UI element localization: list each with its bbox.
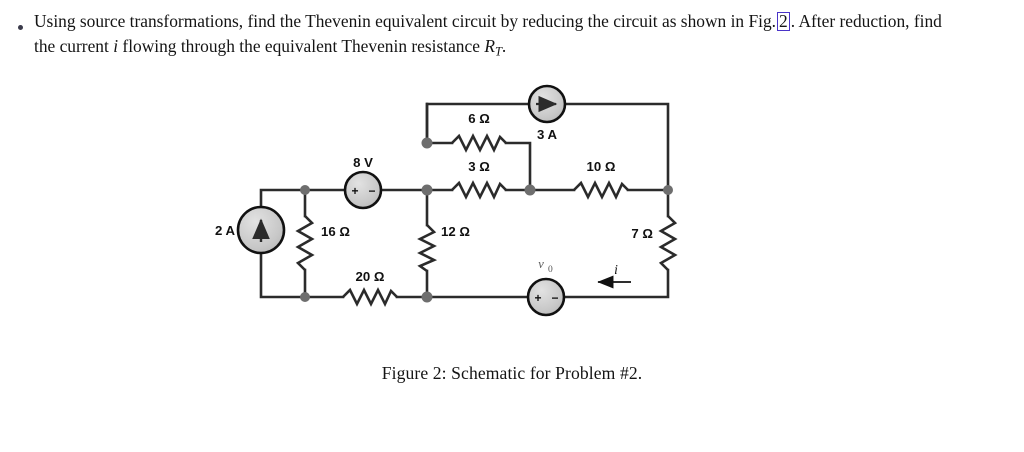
node-6ohm-left: [421, 137, 433, 149]
label-resistor-6: 6 Ω: [468, 111, 490, 126]
label-resistor-3: 3 Ω: [468, 159, 490, 174]
label-resistor-10: 10 Ω: [587, 159, 616, 174]
resistor-7-symbol: [658, 215, 678, 271]
label-voltage-source-vo-subscript: 0: [548, 265, 553, 275]
voltage-source-8v-body: [343, 170, 383, 210]
label-resistor-7: 7 Ω: [631, 226, 653, 241]
label-resistor-20: 20 Ω: [356, 269, 385, 284]
problem-text: Using source transformations, find the T…: [34, 9, 948, 65]
resistor-12-symbol: [417, 224, 438, 273]
problem-statement: Using source transformations, find the T…: [18, 9, 948, 65]
label-current-source-2a: 2 A: [215, 223, 236, 238]
wire-6-right-down: [504, 141, 532, 192]
resistor-10-symbol: [573, 180, 629, 201]
resistor-3-symbol: [451, 180, 507, 201]
label-resistor-16: 16 Ω: [321, 224, 350, 239]
current-source-2a[interactable]: [236, 205, 286, 255]
circuit-nodes: [300, 137, 673, 303]
problem-text-part1: Using source transformations, find the T…: [34, 11, 776, 31]
node-center-mid: [421, 184, 433, 196]
voltage-source-vo[interactable]: + −: [526, 277, 566, 317]
voltage-source-vo-minus-sign: −: [551, 291, 558, 305]
resistor-20-symbol: [342, 287, 398, 308]
voltage-source-vo-plus-sign: +: [534, 291, 541, 305]
node-3ohm-right: [524, 184, 536, 196]
wire-2a-bottom: [259, 251, 307, 299]
label-current-arrow-i: i: [614, 262, 618, 277]
label-resistor-12: 12 Ω: [441, 224, 470, 239]
current-arrow-i: i: [597, 262, 631, 289]
node-right-rail: [663, 185, 673, 195]
wire-2a-top: [259, 188, 307, 209]
figure-caption: Figure 2: Schematic for Problem #2.: [381, 363, 643, 383]
current-symbol: i: [113, 36, 119, 56]
figure-container: + − + −: [0, 78, 1024, 383]
thevenin-resistance-subscript: T: [494, 44, 502, 59]
label-voltage-source-8v: 8 V: [353, 155, 373, 170]
bullet-point-icon: [18, 9, 34, 36]
problem-text-part3: flowing through the equivalent Thevenin …: [122, 36, 480, 56]
problem-text-part2: . After reduction, find the current: [34, 11, 942, 56]
current-source-3a[interactable]: [527, 84, 567, 124]
circuit-schematic: + − + −: [215, 84, 678, 317]
figure-reference-link[interactable]: 2: [777, 11, 790, 31]
node-16ohm-bottom: [300, 292, 310, 302]
voltage-source-8v[interactable]: + −: [343, 170, 383, 210]
wire-vo-to-7ohm: [562, 268, 670, 299]
label-voltage-source-vo: v: [538, 257, 544, 271]
voltage-source-8v-minus-sign: −: [368, 184, 375, 198]
problem-text-part4: .: [501, 36, 507, 56]
thevenin-resistance-symbol: R: [484, 36, 495, 56]
voltage-source-vo-body: [526, 277, 566, 317]
voltage-source-8v-plus-sign: +: [351, 184, 358, 198]
problem-bullet-row: Using source transformations, find the T…: [18, 9, 948, 65]
label-current-source-3a: 3 A: [537, 127, 558, 142]
resistor-16-symbol: [295, 215, 315, 271]
node-center-bottom: [421, 291, 433, 303]
resistor-6-symbol: [451, 133, 507, 154]
circuit-wires: [259, 102, 670, 299]
node-16ohm-top: [300, 185, 310, 195]
resistor-symbols: [295, 133, 678, 308]
wire-3a-to-right-rail: [562, 102, 670, 192]
